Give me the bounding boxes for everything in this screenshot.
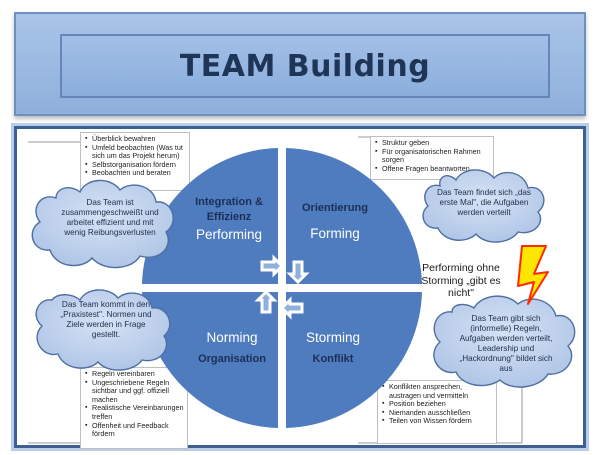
- bullet-item: Beobachten und beraten: [85, 169, 186, 178]
- quadrant-main-top-right: Forming: [310, 226, 360, 241]
- quadrant-bold-top-left: Integration & Effizienz: [195, 196, 263, 223]
- bullet-item: Niemanden ausschließen: [382, 408, 493, 418]
- bullet-item: Selbstorganisation fördern: [85, 160, 186, 170]
- quadrant-main-top-left: Performing: [195, 227, 263, 242]
- quadrant-bold-bottom-right: Konflikt: [312, 353, 354, 365]
- bullet-item: Konflikten ansprechen, austragen und ver…: [382, 382, 493, 400]
- quadrant-top-left: [142, 148, 278, 284]
- quadrant-main-bottom-right: Storming: [305, 330, 361, 345]
- quadrant-bottom-left: [142, 292, 278, 428]
- quadrant-label-top-left: Integration & Effizienz Performing: [186, 195, 272, 242]
- bullet-box-bottom-left: Regeln vereinbaren Ungeschriebene Regeln…: [80, 367, 188, 449]
- quadrant-bold-bottom-left: Organisation: [198, 353, 266, 365]
- bullet-item: Position beziehen: [382, 400, 493, 409]
- cycle-arrows-icon: [254, 254, 310, 320]
- quadrant-label-top-right: Orientierung Forming: [292, 202, 378, 241]
- page-title: TEAM Building: [179, 48, 431, 84]
- title-banner: TEAM Building: [14, 12, 586, 116]
- cloud-left-top: [31, 179, 174, 269]
- bullet-item: Regeln vereinbaren: [85, 369, 184, 379]
- bullet-item: Teilen von Wissen fördern: [382, 417, 493, 426]
- title-inner-box: TEAM Building: [60, 34, 550, 98]
- cloud-left-bottom: [35, 289, 171, 371]
- cloud-text-right-top: Das Team findet sich „das erste Mal", di…: [436, 188, 532, 217]
- quadrant-label-bottom-left: Norming Organisation: [186, 330, 278, 365]
- bullet-item: Überblick bewahren: [85, 134, 186, 144]
- quadrant-bold-top-right: Orientierung: [301, 202, 368, 214]
- bullet-item: Offenheit und Feedback fördern: [85, 421, 184, 439]
- cloud-text-right-bottom: Das Team gibt sich (informelle) Regeln, …: [459, 314, 553, 373]
- bullet-item: Ungeschriebene Regeln sichtbar und ggf. …: [85, 378, 184, 405]
- bullet-item: Umfeld beobachten (Was tut sich um das P…: [85, 143, 186, 161]
- bullet-item: Offene Fragen beantworten: [375, 164, 490, 174]
- quadrant-top-right: [286, 148, 422, 284]
- quadrant-bottom-right: [286, 292, 422, 428]
- bullet-item: Struktur geben: [375, 138, 490, 148]
- bullet-box-bottom-right: Konflikten ansprechen, austragen und ver…: [377, 380, 497, 444]
- quadrant-main-bottom-left: Norming: [206, 330, 258, 345]
- side-note: Performing ohne Storming „gibt es nicht": [421, 262, 501, 299]
- bullet-item: Für organisatorischen Rahmen sorgen: [375, 147, 490, 165]
- lightning-icon: [517, 245, 549, 305]
- cloud-right-bottom: [433, 295, 576, 388]
- bullet-item: Realistische Vereinbarungen treffen: [85, 404, 184, 421]
- cloud-text-left-top: Das Team ist zusammengeschweißt und arbe…: [61, 198, 159, 237]
- quadrant-label-bottom-right: Storming Konflikt: [290, 330, 376, 365]
- cloud-right-top: [422, 169, 545, 243]
- cloud-text-left-bottom: Das Team kommt in den „Praxistest". Norm…: [60, 300, 152, 339]
